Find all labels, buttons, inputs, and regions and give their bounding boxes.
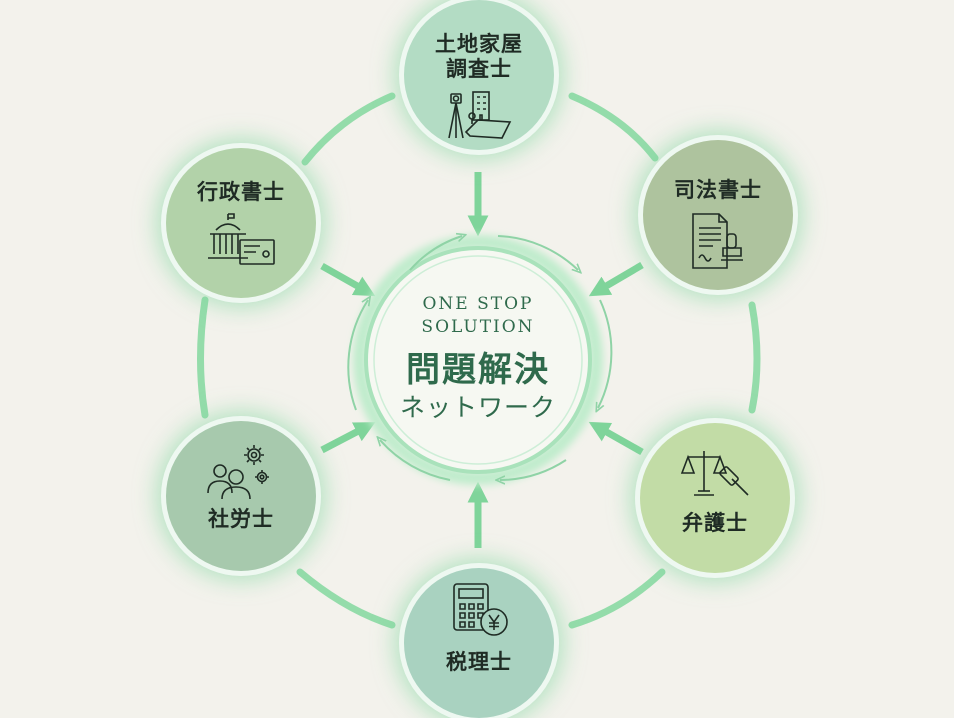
node-label-shiho: 司法書士 bbox=[674, 178, 762, 202]
document-stamp-icon bbox=[692, 213, 743, 269]
center-circle bbox=[364, 246, 592, 474]
center-title: 問題解決 bbox=[406, 350, 550, 390]
arrow-from-shiho bbox=[588, 261, 644, 297]
arrows-to-center bbox=[320, 172, 644, 548]
node-label-gyosei: 行政書士 bbox=[197, 180, 285, 204]
center-line2: SOLUTION bbox=[421, 317, 535, 337]
node-bengo[interactable]: 弁護士 bbox=[640, 423, 790, 573]
center-swirl bbox=[347, 236, 613, 480]
center-hub: ONE STOP SOLUTION 問題解決 ネットワーク bbox=[368, 250, 588, 470]
people-gears-icon bbox=[207, 445, 269, 500]
ring-segment-left bbox=[197, 296, 209, 419]
scales-gavel-icon bbox=[680, 451, 749, 496]
outer-ring bbox=[197, 92, 761, 629]
node-label-chousa: 土地家屋 調査士 bbox=[435, 32, 523, 81]
node-shaho[interactable]: 社労士 bbox=[166, 421, 316, 571]
arrow-from-gyosei bbox=[320, 262, 376, 297]
node-shiho[interactable]: 司法書士 bbox=[643, 140, 793, 290]
arrow-from-shaho bbox=[320, 422, 376, 454]
calculator-yen-icon bbox=[453, 583, 508, 636]
node-label-shaho: 社労士 bbox=[208, 507, 274, 531]
ring-segment-right bbox=[748, 301, 761, 414]
arrow-from-bengo bbox=[588, 421, 644, 456]
node-zeiri[interactable]: 税理士 bbox=[404, 568, 554, 718]
center-subtitle: ネットワーク bbox=[399, 393, 556, 422]
ring-segment-bottom-left bbox=[296, 568, 396, 629]
node-chousa[interactable]: 土地家屋 調査士 bbox=[404, 0, 554, 150]
node-label-bengo: 弁護士 bbox=[682, 511, 748, 535]
ring-segment-top-left bbox=[301, 92, 396, 166]
node-label-zeiri: 税理士 bbox=[446, 650, 512, 674]
survey-building-icon bbox=[448, 91, 512, 139]
ring-segment-bottom-right bbox=[568, 568, 666, 629]
center-line1: ONE STOP bbox=[422, 294, 534, 314]
government-certificate-icon bbox=[208, 213, 275, 265]
ring-segment-top-right bbox=[568, 92, 659, 162]
node-gyosei[interactable]: 行政書士 bbox=[166, 148, 316, 298]
